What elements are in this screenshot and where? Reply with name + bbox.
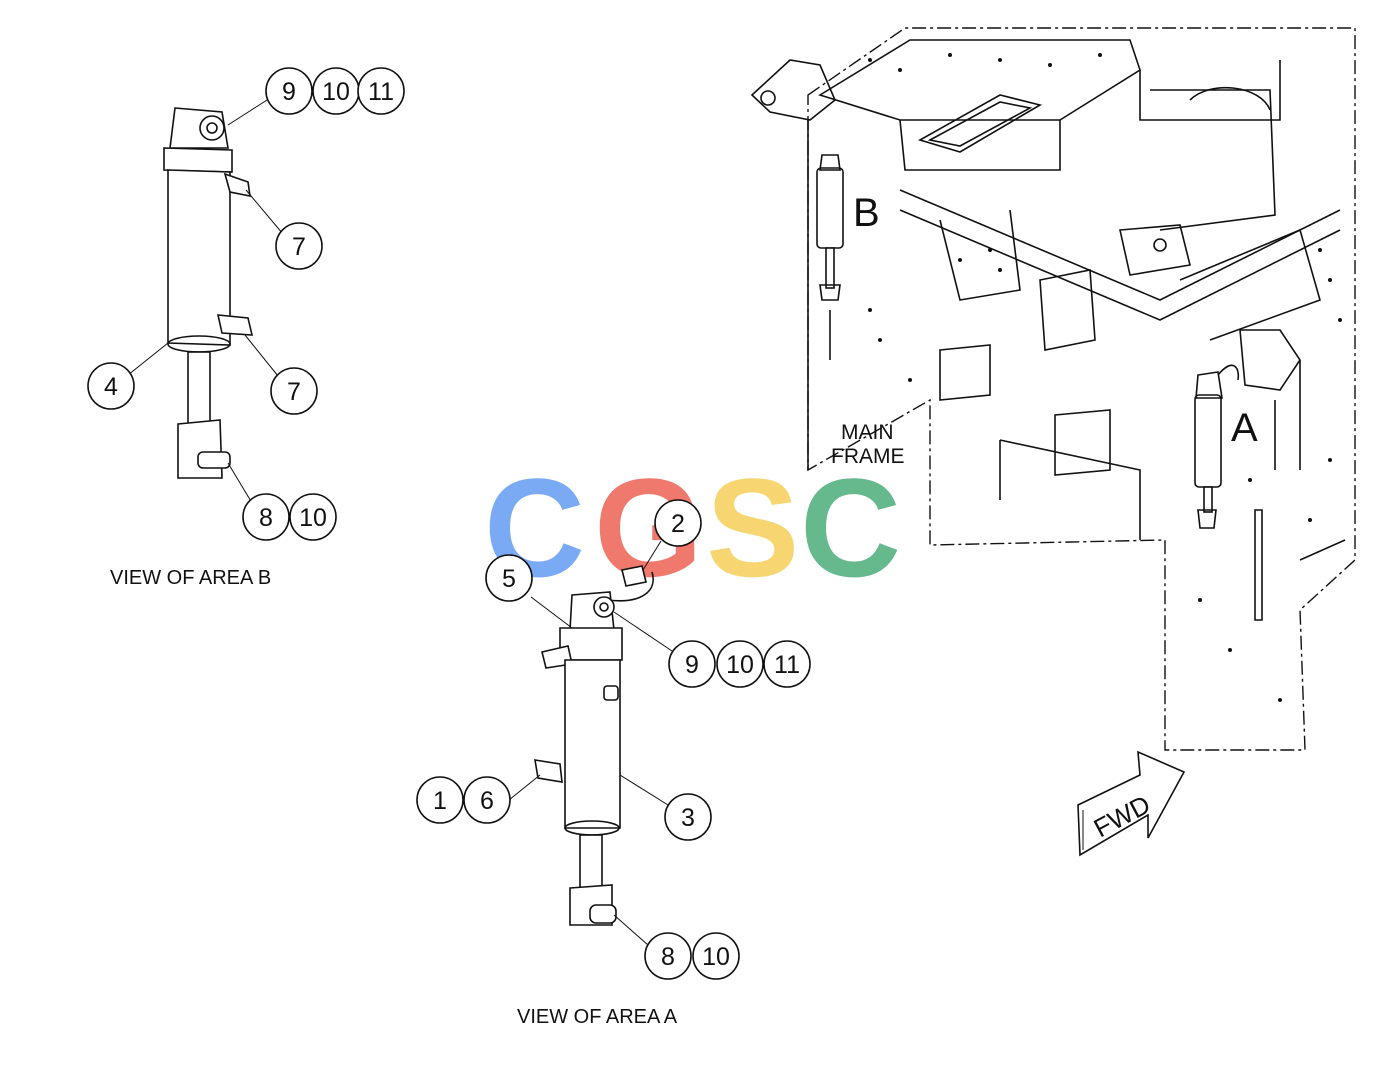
callout-label: 1 xyxy=(433,787,447,815)
fwd-arrow: FWD xyxy=(1077,750,1186,857)
callout-label: 11 xyxy=(774,651,800,679)
callout-label: 2 xyxy=(671,510,685,538)
area-b-letter: B xyxy=(853,191,880,235)
view-a-callout-9-10-11: 9 10 11 xyxy=(668,640,811,688)
view-a-title: VIEW OF AREA A xyxy=(517,1006,678,1028)
main-frame-label-line1: MAIN xyxy=(841,421,894,444)
view-b-callout-7-upper: 7 xyxy=(275,222,323,270)
callout-label: 10 xyxy=(702,943,730,971)
view-b-leader-lines xyxy=(127,99,284,504)
view-a-callout-1-6: 1 6 xyxy=(416,776,511,824)
callout-label: 7 xyxy=(287,378,301,406)
view-b-cylinder-drawing xyxy=(163,107,254,479)
view-a-callout-8-10: 8 10 xyxy=(644,932,740,980)
view-b-callout-4: 4 xyxy=(87,362,135,410)
callout-label: 8 xyxy=(259,504,273,532)
view-a-callout-3: 3 xyxy=(664,793,712,841)
view-b-callout-9-10-11: 9 10 11 xyxy=(265,67,405,115)
callout-label: 9 xyxy=(282,78,296,106)
view-a-callout-5: 5 xyxy=(485,554,533,602)
view-a-leader-lines xyxy=(508,540,673,946)
view-a-cylinder-drawing xyxy=(534,565,654,926)
cylinder-area-b-small xyxy=(816,154,844,301)
callout-label: 3 xyxy=(681,804,695,832)
callout-label: 9 xyxy=(685,651,699,679)
main-frame-label-line2: FRAME xyxy=(831,445,905,468)
callout-label: 10 xyxy=(726,651,754,679)
view-b-callout-8-10: 8 10 xyxy=(242,493,337,541)
cylinder-area-a-small xyxy=(1194,364,1240,529)
area-a-letter: A xyxy=(1231,406,1258,450)
callout-label: 6 xyxy=(480,787,494,815)
callout-label: 10 xyxy=(322,78,350,106)
callout-label: 8 xyxy=(661,943,675,971)
callout-label: 7 xyxy=(292,233,306,261)
callout-label: 4 xyxy=(104,373,118,401)
view-b-title: VIEW OF AREA B xyxy=(110,567,271,589)
callout-label: 10 xyxy=(299,504,327,532)
watermark-letter: S xyxy=(706,449,799,606)
view-a-callout-2: 2 xyxy=(654,499,702,547)
view-b-callout-7-lower: 7 xyxy=(270,367,318,415)
callout-label: 11 xyxy=(368,78,394,106)
main-frame-drawing xyxy=(750,27,1356,751)
callout-label: 5 xyxy=(502,565,516,593)
watermark-letter: C xyxy=(800,449,901,606)
